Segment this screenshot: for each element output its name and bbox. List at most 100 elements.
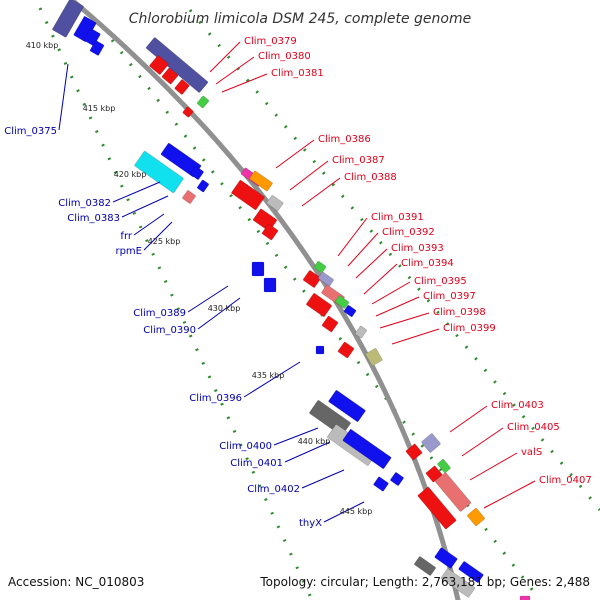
forward-label-leader <box>215 56 255 85</box>
gene-glyph <box>414 556 436 576</box>
forward-label-leader <box>449 405 488 433</box>
gene-glyph <box>251 261 265 277</box>
gene-glyph <box>373 476 389 492</box>
forward-gene-label: Clim_0403 <box>491 400 544 411</box>
map-title: Chlorobium limicola DSM 245, complete ge… <box>129 11 472 27</box>
forward-label-leader <box>371 281 411 305</box>
forward-gene-label: Clim_0407 <box>539 475 592 486</box>
gene-glyph <box>321 315 339 333</box>
forward-gene-label: Clim_0397 <box>423 291 476 302</box>
reverse-label-leader <box>301 469 345 489</box>
reverse-label-leader <box>187 285 229 313</box>
forward-label-leader <box>337 217 368 257</box>
gene-glyph <box>309 400 351 436</box>
gene-glyph <box>190 166 204 180</box>
reverse-gene-label: thyX <box>299 518 322 529</box>
forward-label-leader <box>221 73 268 93</box>
gene-glyph <box>52 0 84 38</box>
gene-glyph <box>390 472 404 486</box>
forward-label-leader <box>379 312 430 329</box>
forward-gene-label: Clim_0392 <box>382 227 435 238</box>
kbp-markers: 410 kbp 415 kbp 420 kbp 425 kbp 430 kbp 435 k… <box>26 41 373 516</box>
forward-gene-label: Clim_0399 <box>443 323 496 334</box>
forward-gene-label: Clim_0398 <box>433 307 486 318</box>
gene-glyph <box>425 465 443 483</box>
forward-gene-label: Clim_0379 <box>244 36 297 47</box>
reverse-gene-label: frr <box>120 231 132 242</box>
reverse-label-leader <box>143 221 173 251</box>
gene-glyph <box>302 270 322 288</box>
kbp-marker: 420 kbp <box>114 170 147 179</box>
kbp-marker: 415 kbp <box>83 104 116 113</box>
topology-summary: Topology: circular; Length: 2,763,181 bp… <box>259 575 590 589</box>
reverse-label-leader <box>121 195 169 218</box>
gene-glyph <box>354 325 368 339</box>
gene-glyph <box>365 348 383 366</box>
reverse-gene-label: Clim_0401 <box>230 458 283 469</box>
gene-glyph <box>405 443 423 461</box>
kbp-marker: 425 kbp <box>148 237 181 246</box>
forward-label-leader <box>461 427 504 457</box>
forward-gene-label: Clim_0386 <box>318 134 371 145</box>
reverse-gene-label: Clim_0389 <box>133 308 186 319</box>
forward-gene-label: Clim_0391 <box>371 212 424 223</box>
forward-gene-label: Clim_0395 <box>414 276 467 287</box>
gene-glyph <box>89 40 105 56</box>
forward-label-leader <box>391 328 440 345</box>
gene-glyph <box>263 277 277 293</box>
kbp-marker: 445 kbp <box>340 507 373 516</box>
kbp-marker: 435 kbp <box>252 371 285 380</box>
forward-label-leader <box>483 480 536 509</box>
reverse-label-leader <box>58 63 69 131</box>
forward-gene-label: Clim_0387 <box>332 155 385 166</box>
reverse-gene-labels: Clim_0375Clim_0382Clim_0383frrrpmEClim_0… <box>4 126 322 529</box>
gene-glyph <box>434 472 472 512</box>
reverse-label-leader <box>197 297 241 330</box>
gene-glyph <box>342 429 392 469</box>
reverse-label-leader <box>243 361 301 398</box>
reverse-label-leader <box>323 501 365 523</box>
gene-glyph <box>337 341 355 359</box>
kbp-marker: 440 kbp <box>298 437 331 446</box>
forward-gene-label: Clim_0388 <box>344 172 397 183</box>
gene-glyph <box>328 390 366 422</box>
forward-label-leader <box>289 160 329 191</box>
forward-label-leader <box>275 139 315 169</box>
kbp-marker: 430 kbp <box>208 304 241 313</box>
forward-gene-label: Clim_0405 <box>507 422 560 433</box>
forward-gene-label: Clim_0380 <box>258 51 311 62</box>
forward-label-leader <box>469 452 518 481</box>
accession-text: Accession: NC_010803 <box>8 575 144 589</box>
forward-gene-label: Clim_0394 <box>401 258 454 269</box>
gene-glyph <box>149 55 169 75</box>
gene-glyph <box>458 561 484 583</box>
gene-glyph <box>249 170 273 192</box>
gene-glyph <box>519 595 531 600</box>
reverse-gene-label: Clim_0375 <box>4 126 57 137</box>
reverse-gene-label: Clim_0382 <box>58 198 111 209</box>
reverse-gene-label: Clim_0400 <box>219 441 272 452</box>
gene-glyph <box>161 67 179 85</box>
label-leaders <box>58 41 536 523</box>
gene-glyph <box>467 507 485 527</box>
gene-glyph <box>174 79 190 95</box>
gene-glyph <box>306 293 332 317</box>
forward-label-leader <box>347 232 379 267</box>
gene-glyph <box>196 179 210 193</box>
gene-glyph <box>182 106 194 118</box>
gene-glyph <box>182 190 196 204</box>
reverse-gene-label: Clim_0396 <box>189 393 242 404</box>
reverse-label-leader <box>112 181 161 203</box>
kbp-marker: 410 kbp <box>26 41 59 50</box>
gene-glyph <box>196 95 210 109</box>
gene-features <box>52 0 531 600</box>
reverse-gene-label: rpmE <box>115 246 142 257</box>
gene-glyph <box>261 223 279 241</box>
gene-glyph <box>315 345 325 355</box>
gene-glyph <box>417 486 457 530</box>
forward-label-leader <box>363 263 398 295</box>
gene-glyph <box>266 195 284 211</box>
forward-gene-label: Clim_0393 <box>391 243 444 254</box>
forward-label-leader <box>209 41 241 73</box>
